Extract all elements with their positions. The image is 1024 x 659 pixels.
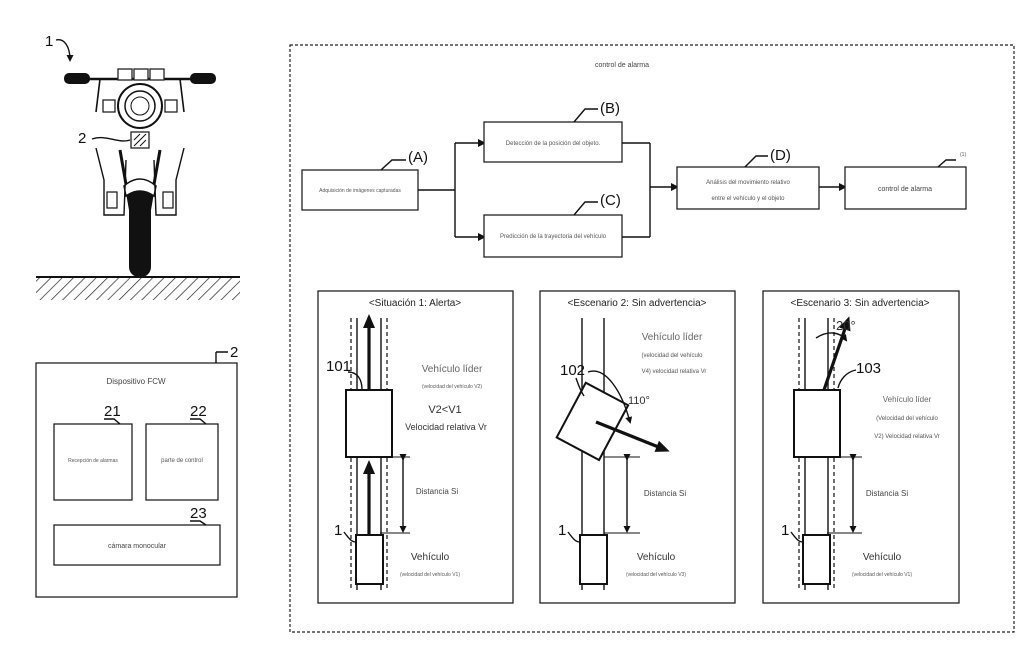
scenario-2-own-vehicle [579, 534, 608, 585]
part23-ref: 23 [190, 505, 207, 522]
motorcycle-ref-label: 1 [45, 33, 53, 50]
scenario-1-vehicle-speed: (velocidad del vehículo V1) [400, 572, 460, 578]
part23-box [53, 524, 221, 566]
step-c-text: Predicción de la trayectoria del vehícul… [500, 234, 607, 240]
device-title: Dispositivo FCW [106, 377, 166, 386]
scenario-3-leader-label: Vehículo líder [883, 395, 932, 404]
scenario-2-distance: Distancia Si [644, 489, 686, 498]
scenario-1-panel: <Situación 1: Alerta> 101 1 Vehículo líd… [317, 290, 514, 604]
flow-title: control de alarma [595, 62, 649, 69]
scenario-1-distance: Distancia Si [416, 487, 458, 496]
scenario-1-own-vehicle [355, 534, 384, 585]
step-a-text: Adquisición de imágenes capturadas [319, 188, 401, 194]
scenario-1-condition: V2<V1 [428, 404, 461, 416]
ground-hatch [36, 278, 240, 300]
scenario-3-ref103: 103 [856, 360, 881, 377]
device-ref-label: 2 [78, 130, 86, 147]
front-wheel [129, 186, 151, 277]
step-b-tag: (B) [600, 100, 620, 117]
part23-text: cámara monocular [108, 543, 167, 550]
scenario-2-ref102: 102 [560, 362, 585, 379]
scenario-2-leader-speed-2: V4) velocidad relativa Vr [642, 369, 707, 375]
step-a-tag: (A) [408, 149, 428, 166]
scenario-3-panel: <Escenario 3: Sin advertencia> 20° 103 1… [762, 290, 960, 604]
scenario-2-panel: <Escenario 2: Sin advertencia> 110° 102 … [539, 290, 736, 604]
part22-text: parte de control [161, 458, 203, 464]
scenario-2-leader-label: Vehículo líder [642, 332, 703, 343]
scenario-1-title: <Situación 1: Alerta> [369, 298, 461, 309]
scenario-1-leader-vehicle [345, 389, 393, 458]
scenario-3-vehicle-label: Vehículo [863, 552, 902, 563]
scenario-3-leader-vehicle [793, 389, 841, 458]
step-d-box [676, 166, 820, 210]
scenario-1-vehicle-label: Vehículo [411, 552, 450, 563]
step-d-tag: (D) [770, 147, 791, 164]
step-c-tag: (C) [600, 192, 621, 209]
device-box-ref: 2 [230, 344, 238, 361]
scenario-1-ref1: 1 [334, 522, 342, 539]
step-a-box [301, 169, 419, 211]
part21-ref: 21 [104, 403, 121, 420]
part21-box [53, 423, 133, 501]
scenario-3-leader-speed-1: (Velocidad del vehículo [876, 416, 938, 422]
scenario-1-relative-speed: Velocidad relativa Vr [405, 422, 487, 432]
scenario-3-own-vehicle [802, 534, 831, 585]
scenario-1-leader-speed: (velocidad del vehículo V2) [422, 384, 482, 390]
scenario-3-angle: 20° [836, 318, 856, 333]
step-c-box [483, 214, 623, 258]
scenario-3-ref1: 1 [781, 522, 789, 539]
part22-box [145, 423, 219, 501]
scenario-2-vehicle-speed: (velocidad del vehículo V3) [626, 572, 686, 578]
step-e-text: control de alarma [878, 186, 932, 193]
scenario-3-vehicle-speed: (velocidad del vehículo V1) [852, 572, 912, 578]
scenario-2-title: <Escenario 2: Sin advertencia> [568, 298, 707, 309]
scenario-3-distance: Distancia Si [866, 489, 908, 498]
motorcycle-illustration: 1 2 [36, 33, 240, 300]
step-d-text-2: entre el vehículo y el objeto [711, 196, 785, 202]
step-e-tag: (1) [960, 152, 966, 158]
scenario-2-leader-vehicle [555, 381, 630, 462]
fcw-device-block: 2 Dispositivo FCW 21 Recepción de alarma… [35, 344, 238, 598]
scenario-1-ref101: 101 [326, 358, 351, 375]
scenario-1-leader-label: Vehículo líder [422, 364, 483, 375]
step-d-text-1: Análisis del movimiento relativo [706, 180, 790, 186]
scenario-2-angle: 110° [628, 395, 650, 407]
scenario-3-leader-speed-2: V2) Velocidad relativa Vr [874, 434, 939, 440]
part21-text: Recepción de alarmas [68, 458, 118, 464]
scenario-2-leader-speed-1: (velocidad del vehículo [641, 353, 703, 359]
scenario-2-ref1: 1 [558, 522, 566, 539]
scenario-3-title: <Escenario 3: Sin advertencia> [791, 298, 930, 309]
step-e-box [844, 166, 967, 210]
part22-ref: 22 [190, 403, 207, 420]
scenario-2-vehicle-label: Vehículo [637, 552, 676, 563]
step-b-text: Detección de la posición del objeto. [506, 141, 601, 147]
step-b-box [483, 121, 623, 163]
alarm-control-frame: control de alarma (A) Adquisición de imá… [289, 44, 1015, 633]
